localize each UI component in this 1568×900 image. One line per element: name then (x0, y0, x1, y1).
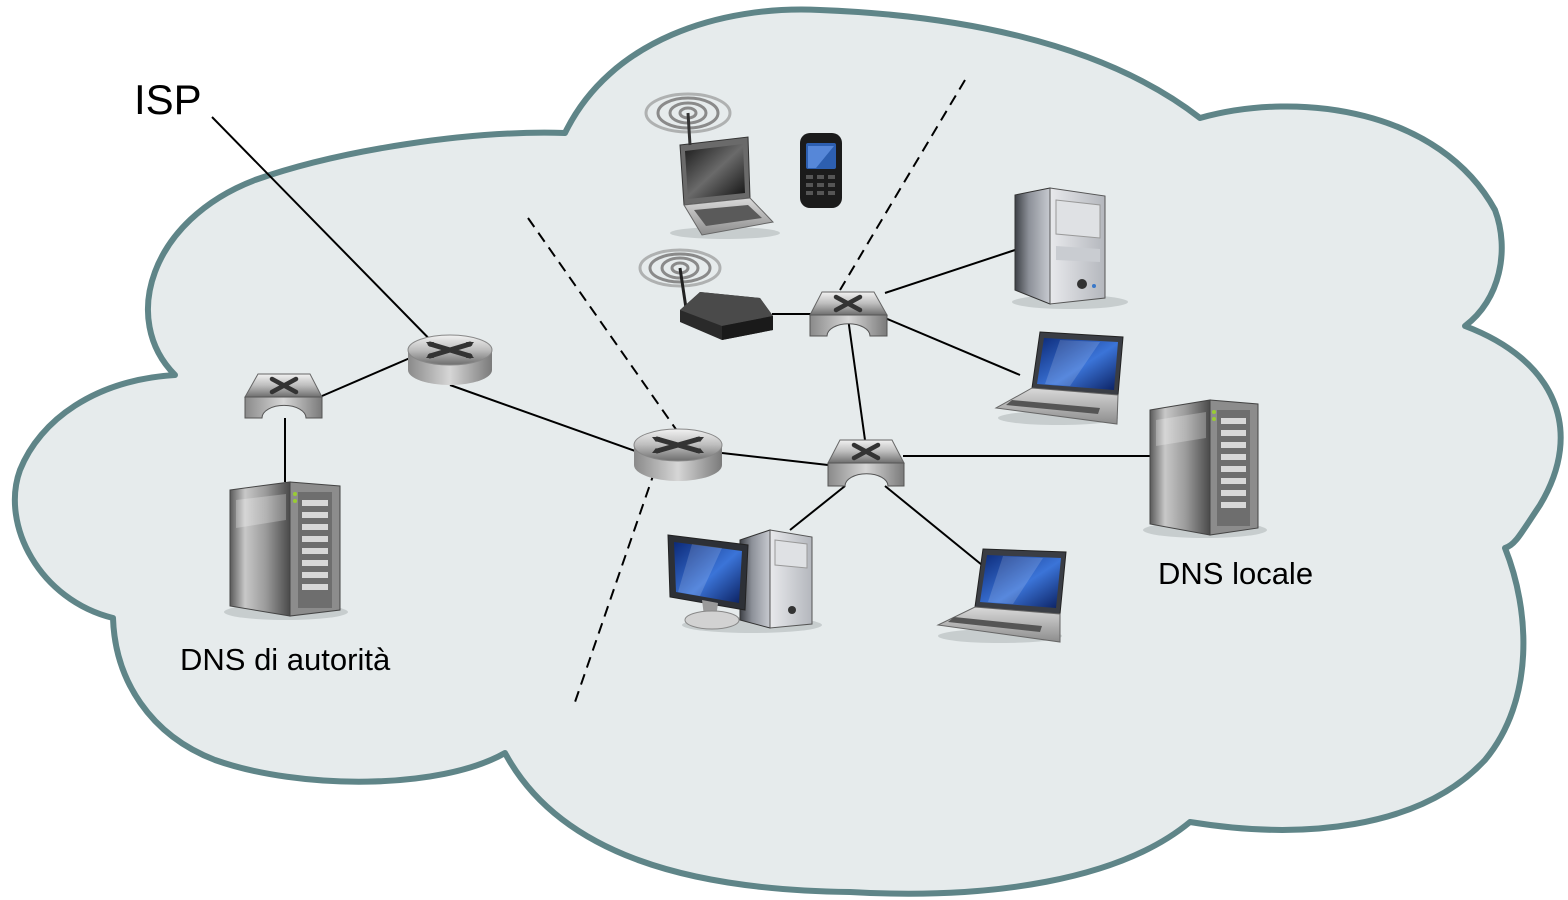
laptop-icon (994, 331, 1124, 425)
laptop-icon (936, 548, 1067, 643)
boundary-dashed-line (574, 469, 656, 703)
laptop-icon (670, 136, 780, 239)
dns-authority-server-icon (224, 481, 348, 620)
smartphone-icon (800, 133, 842, 208)
dns-authority-label: DNS di autorità (180, 642, 391, 677)
isp-label: ISP (134, 76, 202, 123)
switch-icon (827, 439, 905, 487)
switch-icon (244, 373, 323, 419)
network-cloud (11, 6, 1564, 897)
router-icon (633, 428, 723, 481)
wireless-access-point-icon (678, 267, 773, 340)
dns-local-label: DNS locale (1158, 556, 1314, 591)
dns-local-server-icon (1143, 399, 1267, 538)
tower-server-icon (1012, 187, 1128, 309)
antenna-icon (686, 112, 692, 146)
desktop-icon (667, 529, 822, 633)
switch-icon (809, 291, 888, 337)
network-links (211, 116, 1150, 566)
boundary-dashed-line (527, 217, 681, 436)
router-icon (407, 334, 493, 385)
boundary-dashed-line (839, 79, 966, 291)
